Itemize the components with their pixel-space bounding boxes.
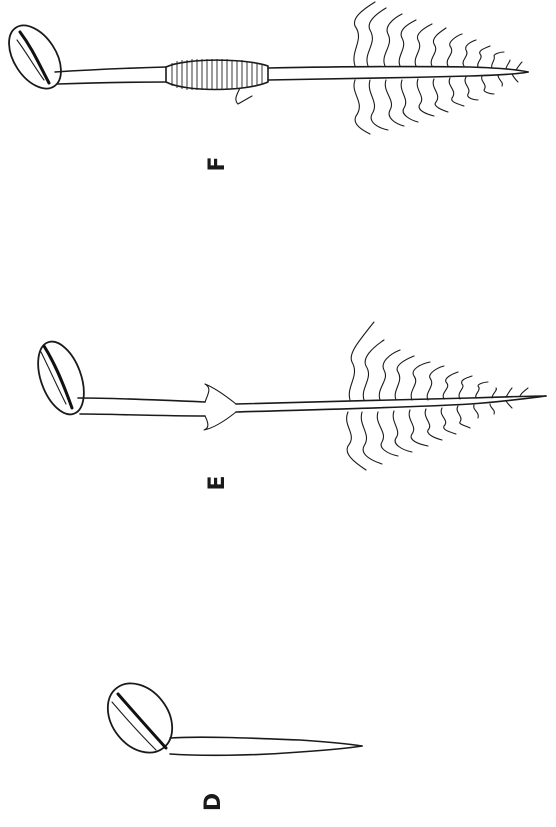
panel-f-root [268, 67, 528, 72]
panel-e-sheath [204, 384, 236, 430]
panel-d-seedling [95, 671, 362, 765]
panel-d-radicle [170, 737, 362, 746]
panel-f-shoot [55, 67, 166, 72]
panel-label-f: F [207, 153, 229, 175]
panel-e-shoot [78, 398, 205, 402]
panel-f-root-hairs-lower [354, 74, 518, 134]
panel-f-swelling [166, 59, 268, 104]
panel-f-seedling [0, 2, 528, 134]
panel-e-seedling [29, 322, 546, 470]
panel-f-root-hairs [354, 2, 522, 70]
panel-d-seed [95, 671, 186, 765]
panel-e-root-hairs [349, 322, 528, 400]
panel-label-d: D [203, 791, 225, 813]
panel-e-root-hairs-lower [347, 401, 512, 470]
panel-f-seed [0, 16, 72, 98]
panel-e-seed [29, 335, 93, 420]
panel-e-root [236, 396, 546, 404]
panel-label-e: E [207, 472, 229, 494]
